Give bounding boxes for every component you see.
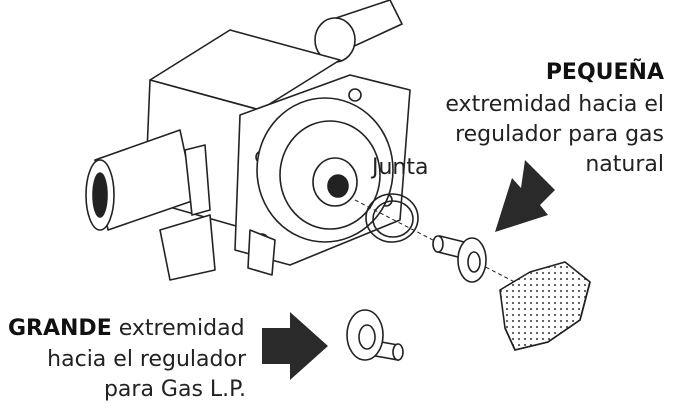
regulator-valve-body <box>85 0 411 281</box>
grande-desc-line-1: extremidad <box>118 316 245 341</box>
arrow-pequena <box>495 160 555 232</box>
large-orifice <box>346 309 404 361</box>
pequena-desc-line-3: natural <box>585 152 664 177</box>
pequena-desc-line-2: regulador para gas <box>455 122 664 147</box>
grande-desc-line-2: hacia el regulador <box>47 347 246 372</box>
junta-label: Junta <box>372 155 429 180</box>
grande-title: GRANDE <box>8 316 112 341</box>
grande-desc-line-3: para Gas L.P. <box>103 377 246 402</box>
pequena-desc-line-1: extremidad hacia el <box>445 92 664 117</box>
hex-cap <box>499 261 591 351</box>
arrow-grande <box>262 312 328 380</box>
junta-gasket <box>365 193 419 243</box>
grande-line-1: GRANDE extremidad <box>8 316 245 342</box>
pequena-title: PEQUEÑA <box>545 60 664 85</box>
small-orifice <box>432 235 487 283</box>
